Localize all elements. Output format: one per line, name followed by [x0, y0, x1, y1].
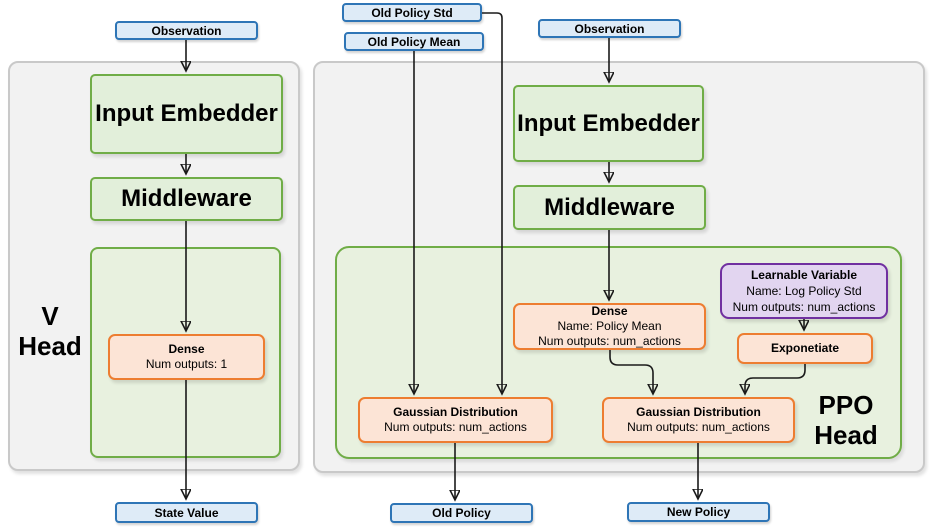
old-policy-output-box: Old Policy — [390, 503, 533, 523]
ppo-dense-name: Name: Policy Mean — [557, 319, 662, 333]
gaussian-new-outputs: Num outputs: num_actions — [627, 420, 770, 434]
gaussian-old-title: Gaussian Distribution — [393, 405, 518, 419]
v-observation-box: Observation — [115, 21, 258, 40]
gaussian-distribution-new-box: Gaussian Distribution Num outputs: num_a… — [602, 397, 795, 443]
gaussian-new-title: Gaussian Distribution — [636, 405, 761, 419]
v-input-embedder-label: Input Embedder — [95, 100, 278, 127]
v-middleware-box: Middleware — [90, 177, 283, 221]
ppo-middleware-box: Middleware — [513, 185, 706, 230]
ppo-middleware-label: Middleware — [544, 193, 675, 221]
ppo-dense-title: Dense — [591, 304, 628, 318]
ppo-input-embedder-label: Input Embedder — [517, 109, 700, 137]
ppo-dense-outputs: Num outputs: num_actions — [538, 334, 681, 348]
v-head-title-line2: Head — [18, 331, 82, 361]
state-value-label: State Value — [154, 505, 219, 520]
learnable-variable-title: Learnable Variable — [750, 268, 858, 282]
v-observation-label: Observation — [151, 23, 222, 38]
v-middleware-label: Middleware — [121, 185, 252, 212]
ppo-observation-label: Observation — [574, 21, 645, 36]
new-policy-output-box: New Policy — [627, 502, 770, 522]
old-policy-mean-label: Old Policy Mean — [367, 34, 461, 49]
v-dense-title: Dense — [168, 342, 205, 356]
ppo-head-title: PPO Head — [801, 390, 891, 450]
v-dense-box: Dense Num outputs: 1 — [108, 334, 265, 380]
ppo-observation-box: Observation — [538, 19, 681, 38]
ppo-head-title-line2: Head — [814, 420, 878, 450]
v-dense-outputs: Num outputs: 1 — [145, 357, 228, 371]
new-policy-output-label: New Policy — [666, 505, 731, 519]
ppo-input-embedder-box: Input Embedder — [513, 85, 704, 162]
exponetiate-box: Exponetiate — [737, 333, 873, 364]
old-policy-std-label: Old Policy Std — [371, 5, 453, 20]
v-head-title-line1: V — [41, 301, 59, 331]
v-input-embedder-box: Input Embedder — [90, 74, 283, 154]
old-policy-output-label: Old Policy — [432, 506, 491, 520]
learnable-variable-box: Learnable Variable Name: Log Policy Std … — [720, 263, 888, 319]
ppo-head-title-line1: PPO — [818, 390, 874, 420]
gaussian-old-outputs: Num outputs: num_actions — [384, 420, 527, 434]
old-policy-std-box: Old Policy Std — [342, 3, 482, 22]
gaussian-distribution-old-box: Gaussian Distribution Num outputs: num_a… — [358, 397, 553, 443]
exponetiate-label: Exponetiate — [770, 341, 839, 355]
learnable-variable-name: Name: Log Policy Std — [746, 284, 862, 298]
old-policy-mean-box: Old Policy Mean — [344, 32, 484, 51]
learnable-variable-outputs: Num outputs: num_actions — [732, 300, 876, 314]
v-head-title: V Head — [10, 301, 90, 361]
ppo-dense-box: Dense Name: Policy Mean Num outputs: num… — [513, 303, 706, 350]
state-value-box: State Value — [115, 502, 258, 523]
